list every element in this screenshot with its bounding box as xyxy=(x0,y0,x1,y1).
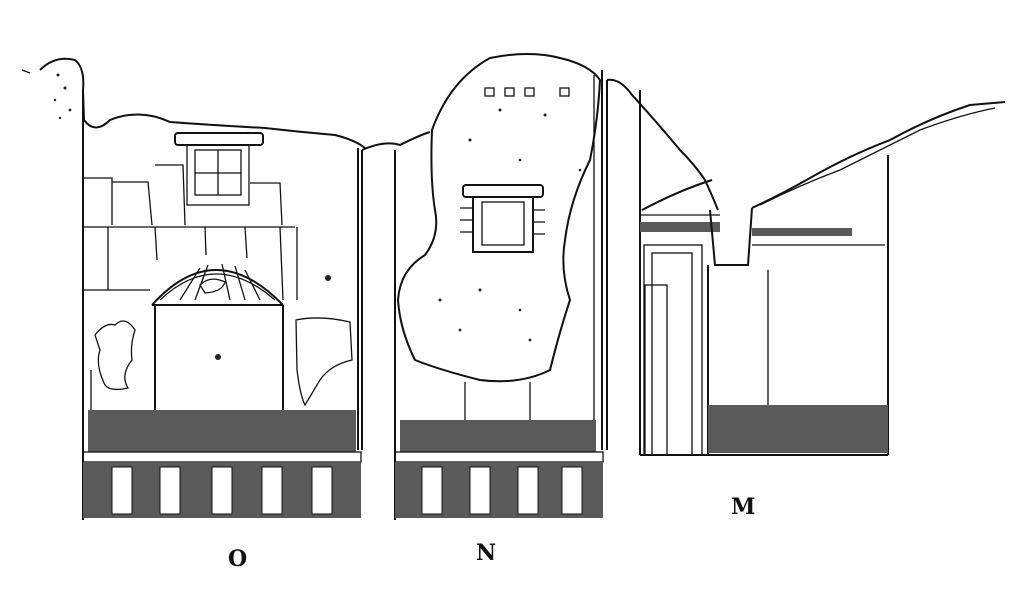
panel-o xyxy=(21,57,366,520)
panel-m xyxy=(606,78,1006,456)
label-m: M xyxy=(731,494,756,520)
label-n: N xyxy=(476,540,497,566)
panel-n xyxy=(361,53,604,520)
label-o: O xyxy=(228,546,248,572)
